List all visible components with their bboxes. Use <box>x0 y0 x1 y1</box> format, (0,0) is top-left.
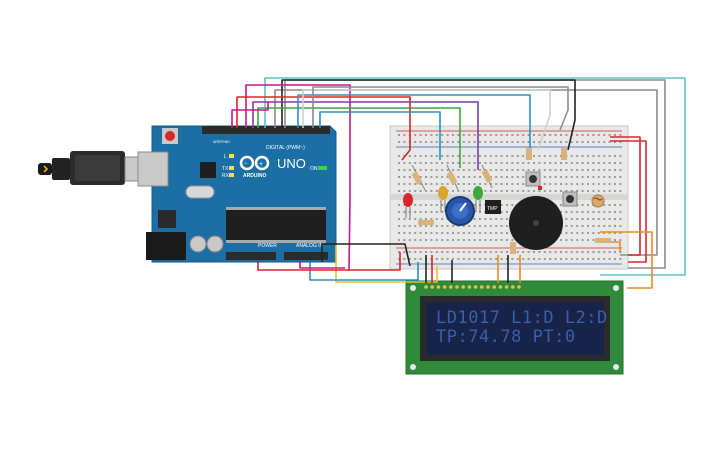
svg-text:+: + <box>259 161 263 168</box>
resistor-7[interactable] <box>595 238 611 243</box>
wire-gray-3[interactable] <box>312 86 569 131</box>
breadboard[interactable] <box>389 125 629 270</box>
l-label: L <box>224 154 227 160</box>
lcd-pin-header <box>424 285 521 289</box>
wire-cyan-analog[interactable] <box>309 262 419 281</box>
gnd-label: GND <box>222 140 230 144</box>
arduino-uno-board[interactable]: DIGITAL (PWM~) AREF GND L TX RX − + ARDU… <box>137 125 337 263</box>
lcd-line-1: LD1017 L1:D L2:D <box>436 308 608 328</box>
tx-led <box>229 166 234 170</box>
pushbutton-2[interactable] <box>562 191 578 207</box>
usb-cable[interactable] <box>38 151 156 185</box>
wire-purple-1[interactable] <box>252 101 479 170</box>
tx-label: TX <box>222 166 229 172</box>
digital-label: DIGITAL (PWM~) <box>266 145 305 151</box>
wire-red-rail-2[interactable] <box>610 140 647 263</box>
capacitor-2 <box>206 235 224 253</box>
resistor-4[interactable] <box>526 148 532 160</box>
atmega-chip <box>226 207 326 243</box>
resistor-6[interactable] <box>418 220 434 225</box>
wire-black-analog[interactable] <box>321 243 411 267</box>
piezo-buzzer[interactable] <box>509 196 563 250</box>
led-yellow[interactable] <box>438 186 448 212</box>
resistor-5[interactable] <box>561 148 567 160</box>
resistor-3[interactable] <box>481 164 493 189</box>
led-red[interactable] <box>403 193 413 218</box>
wire-red-analog[interactable] <box>257 252 401 271</box>
lcd-line-2: TP:74.78 PT:0 <box>436 327 576 347</box>
arduino-logo: − + <box>239 155 270 171</box>
small-red-led <box>538 186 542 190</box>
crystal <box>185 185 215 199</box>
analog-header <box>284 252 328 260</box>
photoresistor[interactable] <box>591 194 605 208</box>
uno-label: UNO <box>277 156 306 171</box>
wire-orange-1[interactable] <box>600 231 653 289</box>
resistors <box>411 148 611 254</box>
voltage-regulator <box>158 210 176 228</box>
power-header <box>226 252 276 260</box>
wire-cyan-outer[interactable] <box>264 77 686 276</box>
wire-red-rail-1[interactable] <box>610 136 641 256</box>
resistor-2[interactable] <box>446 164 459 191</box>
usb-jack <box>137 151 169 187</box>
arduino-brand: ARDUINO <box>243 173 266 179</box>
reset-button[interactable] <box>162 128 178 144</box>
wire-magenta-2[interactable] <box>231 102 269 128</box>
resistor-8[interactable] <box>510 242 516 254</box>
aref-label: AREF <box>213 140 222 144</box>
wire-blue-2[interactable] <box>319 111 441 160</box>
pushbutton-1[interactable] <box>525 171 541 187</box>
lcd-module[interactable]: LD1017 L1:D L2:D TP:74.78 PT:0 <box>405 280 624 375</box>
l-led <box>229 154 234 158</box>
analog-label: ANALOG IN <box>296 243 324 249</box>
on-led <box>318 166 327 170</box>
power-label: POWER <box>258 243 277 249</box>
potentiometer[interactable] <box>445 196 475 226</box>
wire-black-top[interactable] <box>281 79 576 151</box>
temp-sensor-label: TMP <box>487 206 498 212</box>
wire-yellow-analog[interactable] <box>335 245 438 283</box>
wire-magenta-1[interactable] <box>245 84 351 271</box>
resistor-1[interactable] <box>411 164 426 191</box>
rx-label: RX <box>222 173 230 179</box>
svg-text:−: − <box>244 161 248 167</box>
wire-green-1[interactable] <box>257 107 461 168</box>
wire-magenta-analog[interactable] <box>299 262 345 269</box>
lcd-screen <box>426 302 604 355</box>
rx-led <box>229 173 234 177</box>
breadboard-holes <box>398 134 622 260</box>
capacitor-1 <box>189 235 207 253</box>
temperature-sensor[interactable]: TMP <box>485 200 501 214</box>
power-jack[interactable] <box>146 232 186 260</box>
led-green[interactable] <box>473 186 483 212</box>
wire-white-1[interactable] <box>302 89 551 151</box>
usb-chip <box>200 162 216 178</box>
digital-header <box>202 126 330 134</box>
on-label: ON <box>310 166 318 172</box>
